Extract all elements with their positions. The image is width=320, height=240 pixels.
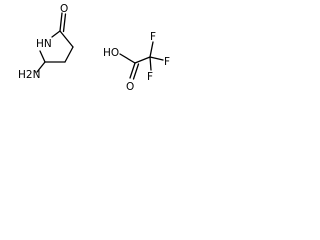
hydroxyl-label: HO xyxy=(103,47,119,59)
carbonyl-oxygen-label: O xyxy=(60,3,68,15)
bond-c-o-a xyxy=(129,62,136,79)
bond-c-cf3 xyxy=(134,56,151,64)
bond-c3-c4 xyxy=(64,46,74,63)
bond-c5-n xyxy=(36,61,46,73)
aminopyrrolidinone-structure: HN O H2N xyxy=(18,3,74,81)
bond-c5-n1 xyxy=(39,50,46,63)
amine-label: H2N xyxy=(18,69,40,81)
bond-cf-top xyxy=(149,41,154,58)
bond-n1-c2 xyxy=(51,30,61,38)
ring-nitrogen-label: HN xyxy=(36,38,52,50)
trifluoroacetic-acid-structure: HO O F F F xyxy=(103,31,170,93)
bond-c-o-b xyxy=(132,63,140,80)
chemical-structure-canvas: HN O H2N HO O F F F xyxy=(18,3,170,93)
fluorine-right-label: F xyxy=(164,56,170,68)
fluorine-bottom-label: F xyxy=(147,71,153,83)
bond-cf-right xyxy=(149,56,164,61)
fluorine-top-label: F xyxy=(150,31,156,43)
bond-c2-o-b xyxy=(62,13,67,33)
bond-c2-c3 xyxy=(59,30,74,48)
bond-c-oh xyxy=(119,53,136,64)
bond-c2-o-a xyxy=(59,12,63,32)
acid-carbonyl-oxygen-label: O xyxy=(126,81,134,93)
bond-cf-bottom xyxy=(149,56,152,71)
